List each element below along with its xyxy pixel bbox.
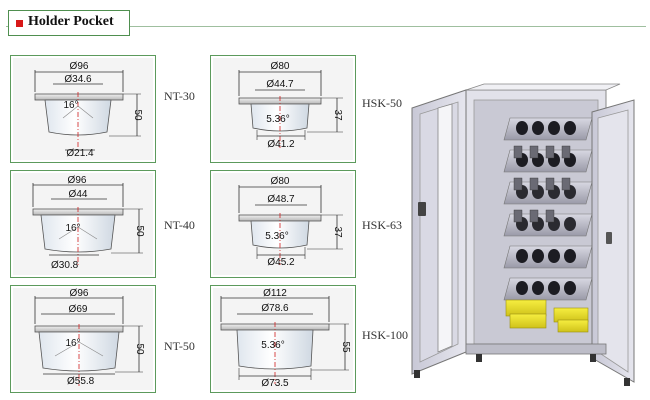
nt50-angle: 16° [65,338,80,349]
diagram-panel-hsk63: Ø80 Ø48.7 5.36° Ø45.2 37 [210,170,356,278]
hsk50-height: 37 [332,109,343,121]
label-hsk100: HSK-100 [362,328,409,342]
hsk63-mid-diameter: Ø48.7 [267,194,295,205]
hsk63-pocket-drawing: Ø80 Ø48.7 5.36° Ø45.2 37 [238,176,343,268]
nt30-height: 50 [132,109,143,121]
diagram-panel-nt40: Ø96 Ø44 16° Ø30.8 50 [10,170,156,278]
nt40-mid-diameter: Ø44 [69,189,88,200]
hsk50-top-diameter: Ø80 [271,61,290,72]
hsk63-angle: 5.36° [265,231,288,242]
nt40-top-diameter: Ø96 [68,175,87,186]
hsk50-mid-diameter: Ø44.7 [266,79,294,90]
label-nt50: NT-50 [164,339,195,353]
nt40-height: 50 [134,225,145,237]
yellow-bins [505,299,589,333]
tool-cabinet-image [411,83,635,386]
section-header: Holder Pocket [8,10,130,36]
hsk100-angle: 5.36° [261,340,284,351]
hsk50-pocket-drawing: Ø80 Ø44.7 5.36° Ø41.2 37 [238,61,343,150]
diagram-panel-hsk100: Ø112 Ø78.6 5.36° Ø73.5 55 [210,285,356,393]
label-hsk63: HSK-63 [362,218,403,232]
nt40-pocket-drawing: Ø96 Ø44 16° Ø30.8 50 [32,175,145,271]
nt30-angle: 16° [63,100,78,111]
nt50-pocket-drawing: Ø96 Ø69 16° Ø55.8 50 [34,288,145,387]
nt30-pocket-drawing: Ø96 Ø34.6 16° Ø21.4 50 [34,61,143,159]
red-square-bullet-icon [16,20,23,27]
hsk100-height: 55 [340,341,351,353]
nt50-height: 50 [134,343,145,355]
hsk100-top-diameter: Ø112 [263,288,287,299]
label-nt40: NT-40 [164,218,195,232]
hsk63-height: 37 [332,226,343,238]
hsk50-bottom-diameter: Ø41.2 [267,139,295,150]
hsk63-bottom-diameter: Ø45.2 [267,257,295,268]
nt30-bottom-diameter: Ø21.4 [66,148,94,159]
nt30-top-diameter: Ø96 [70,61,89,72]
header-rule [6,26,646,27]
label-hsk50: HSK-50 [362,96,403,110]
nt40-angle: 16° [65,223,80,234]
diagram-panel-nt50: Ø96 Ø69 16° Ø55.8 50 [10,285,156,393]
nt40-bottom-diameter: Ø30.8 [51,260,79,271]
hsk100-mid-diameter: Ø78.6 [261,303,289,314]
hsk100-bottom-diameter: Ø73.5 [261,378,289,389]
diagram-panel-nt30: Ø96 Ø34.6 16° Ø21.4 50 [10,55,156,163]
hsk50-angle: 5.36° [266,114,289,125]
nt50-top-diameter: Ø96 [70,288,89,299]
diagram-panel-hsk50: Ø80 Ø44.7 5.36° Ø41.2 37 [210,55,356,163]
nt50-bottom-diameter: Ø55.8 [67,376,95,387]
hsk100-pocket-drawing: Ø112 Ø78.6 5.36° Ø73.5 55 [220,288,351,389]
nt50-mid-diameter: Ø69 [69,304,88,315]
section-title: Holder Pocket [28,14,114,29]
hsk63-top-diameter: Ø80 [271,176,290,187]
label-nt30: NT-30 [164,89,195,103]
nt30-mid-diameter: Ø34.6 [64,74,92,85]
